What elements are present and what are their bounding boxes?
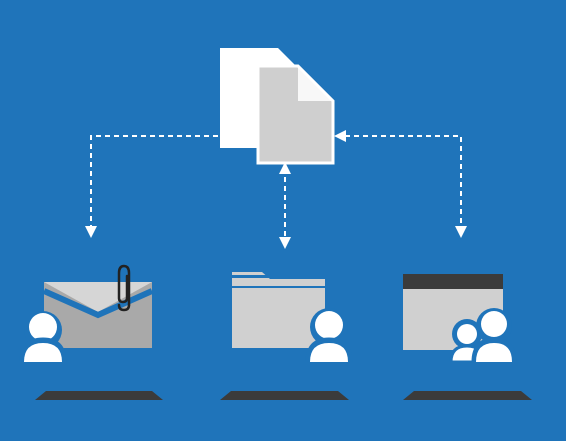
- connector-left: [85, 135, 218, 238]
- single-user-icon: [19, 311, 67, 365]
- paperclip-icon: [117, 264, 131, 312]
- platform-right: [403, 391, 532, 400]
- email-attachment-node: [19, 264, 163, 400]
- shared-folder-node: [220, 272, 353, 400]
- envelope-with-paperclip-icon: [42, 282, 154, 348]
- single-user-icon: [305, 308, 353, 365]
- user-group-icon: [449, 308, 517, 365]
- platform-center: [220, 391, 349, 400]
- connector-right: [334, 130, 467, 238]
- documents-icon: [220, 48, 335, 165]
- folder-icon: [232, 272, 325, 348]
- shared-site-node: [403, 274, 532, 400]
- connectors: [85, 130, 467, 249]
- document-fold: [298, 66, 333, 101]
- front-document: [256, 64, 335, 165]
- platform-left: [35, 391, 163, 400]
